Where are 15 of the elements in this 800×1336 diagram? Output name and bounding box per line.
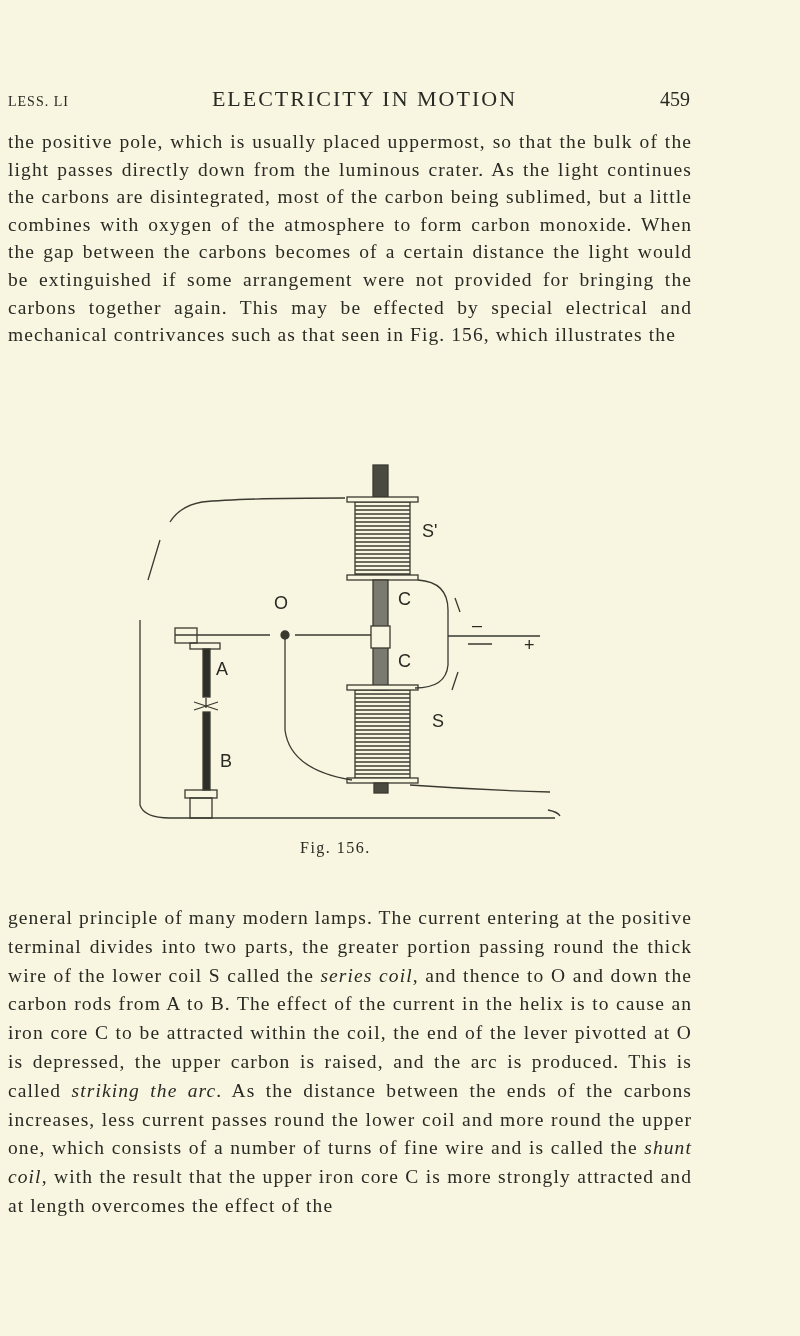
- part-letter: C: [398, 590, 411, 608]
- part-letter: S: [432, 712, 444, 730]
- body-paragraph: general principle of many modern lamps. The current entering at the positive terminal divides into two parts, the greater portion passing round the thick wire of the lower coil S called the series coil, and thence to O and down the carbon rods from A to B. The effect of the current in the helix is to cause an iron core C to be attracted within the coil, the end of the lever pivotted at O is depressed, the upper carbon is raised, and the arc is produced. This is called striking the arc. As the distance between the ends of the carbons increases, less current passes round the lower coil and more round the upper one, which consists of a number of turns of fine wire and is called the shunt coil, with the result that the upper iron core C is more strongly attracted and at length overcomes the effect of the: [8, 906, 692, 1218]
- part-letter: C: [398, 652, 411, 670]
- part-letter: +: [524, 636, 535, 654]
- part-letter: –: [472, 616, 482, 634]
- running-head: ELECTRICITY IN MOTION: [211, 85, 517, 113]
- part-letter: A: [216, 660, 228, 678]
- part-letter: B: [220, 752, 232, 770]
- part-letter: O: [274, 594, 288, 612]
- part-letter: S': [422, 522, 438, 540]
- figure-caption: Fig. 156.: [300, 838, 371, 859]
- page-number: 459: [660, 87, 690, 112]
- body-paragraph: the positive pole, which is usually placed uppermost, so that the bulk of the light passes directly down from the luminous crater. As the light continues the carbons are disintegrated, most of the carbon being sublimed, but a little combines with oxygen of the atmosphere to form carbon monoxide. When the gap between the carbons becomes of a certain distance the light would be extinguished if some arrangement were not provided for bringing the carbons together again. This may be effected by special electrical and mechanical contrivances such as that seen in Fig. 156, which illustrates the: [8, 130, 692, 348]
- section-number: LESS. LI: [8, 93, 69, 111]
